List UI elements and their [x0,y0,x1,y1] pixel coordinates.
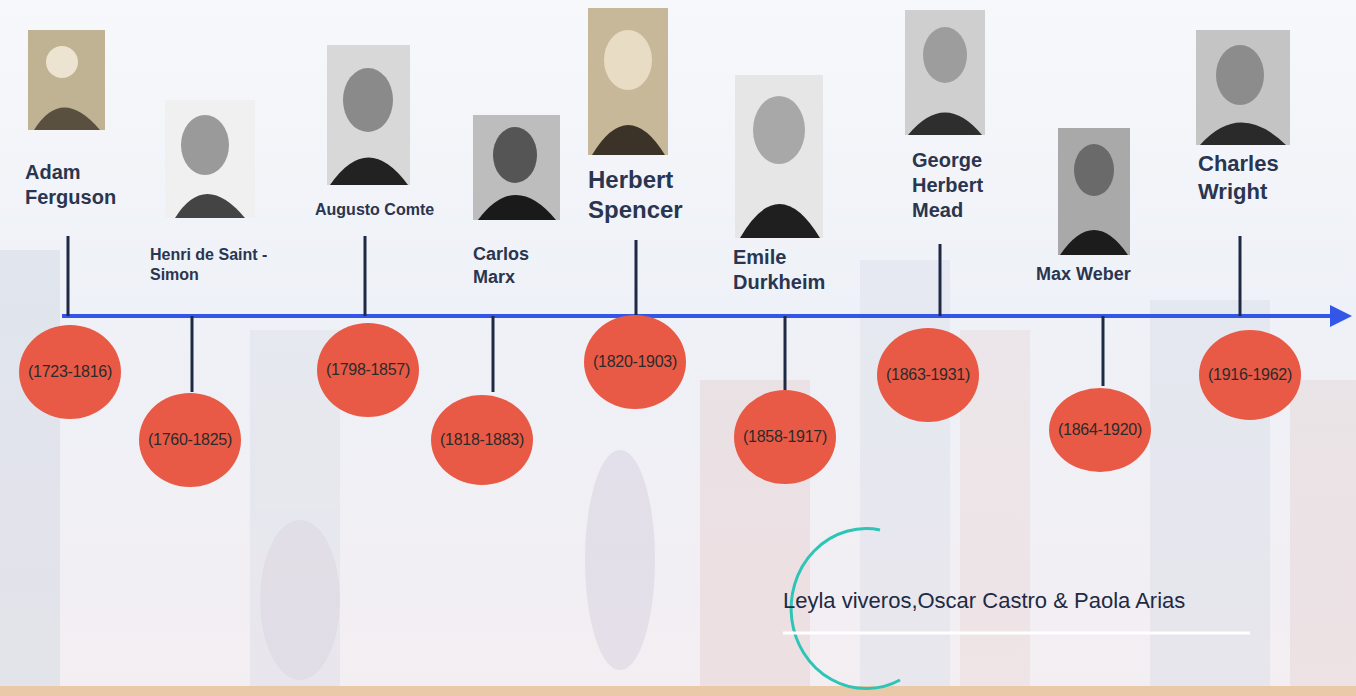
person-name: Max Weber [1036,263,1166,286]
portrait [28,30,105,130]
life-dates: (1864-1920) [1049,421,1151,439]
date-circle: (1818-1883)Carlos Marx [431,395,533,485]
life-dates: (1820-1903) [584,353,686,371]
axis-arrowhead [1330,305,1352,327]
person-name: Herbert Spencer [588,165,700,225]
person-name: Carlos Marx [473,243,555,288]
life-dates: (1916-1962) [1199,366,1301,384]
timeline-axis [62,314,1335,318]
portrait [1196,30,1290,145]
life-dates: (1723-1816) [19,363,121,381]
person-name: Augusto Comte [315,200,465,220]
date-circle: (1916-1962)Charles Wright [1199,330,1301,420]
bottom-band [0,686,1356,696]
life-dates: (1818-1883) [431,431,533,449]
date-circle: (1820-1903)Herbert Spencer [584,315,686,409]
portrait [327,45,410,185]
decor-underline [783,632,1250,635]
date-circle: (1760-1825)Henri de Saint - Simon [139,393,241,487]
portrait [1058,128,1130,255]
portrait [588,8,668,155]
person-name: Henri de Saint - Simon [150,245,300,285]
portrait [165,100,255,218]
person-name: Charles Wright [1198,150,1294,205]
person-name: Emile Durkheim [733,245,838,295]
person-name: Adam Ferguson [25,160,130,210]
portrait [735,75,823,238]
date-circle: (1798-1857)Augusto Comte [317,323,419,417]
life-dates: (1798-1857) [317,361,419,379]
life-dates: (1760-1825) [139,431,241,449]
date-circle: (1864-1920)Max Weber [1049,388,1151,472]
portraits [28,8,1290,255]
life-dates: (1858-1917) [734,428,836,446]
date-circle: (1858-1917)Emile Durkheim [734,390,836,484]
date-circle: (1723-1816)Adam Ferguson [19,325,121,419]
portrait [905,10,985,135]
portrait [473,115,560,220]
city-backdrop [0,250,1356,696]
date-circle: (1863-1931)George Herbert Mead [877,328,979,422]
person-name: George Herbert Mead [912,148,996,223]
life-dates: (1863-1931) [877,366,979,384]
tick-marks [68,236,1240,392]
authors-credit: Leyla viveros,Oscar Castro & Paola Arias [783,588,1185,614]
